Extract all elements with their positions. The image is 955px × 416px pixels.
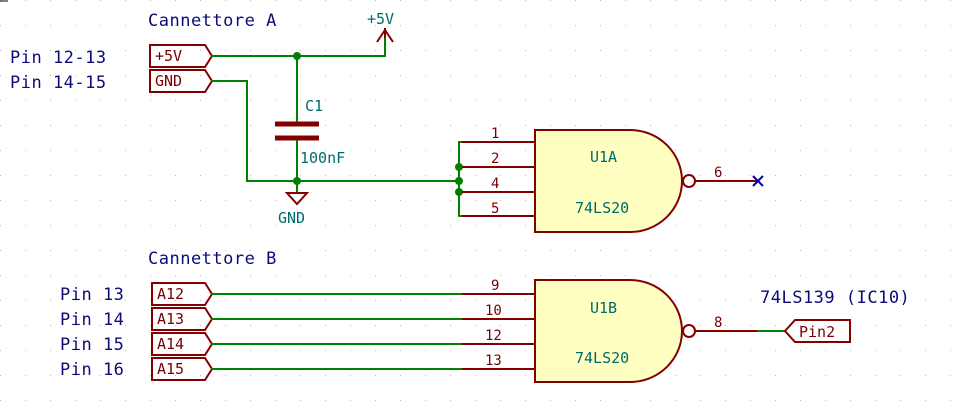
gnd-label: GND (278, 209, 305, 227)
port-a15-label: A15 (157, 360, 184, 378)
pin-number-u1b-10: 10 (485, 303, 502, 319)
connector-b-title: Cannettore B (148, 249, 277, 269)
pin-number-u1b-13: 13 (485, 353, 502, 369)
junction-u1a-4 (455, 188, 463, 196)
junction-u1a-gnd (455, 177, 463, 185)
u1b-part: 74LS20 (575, 349, 629, 367)
port-gnd[interactable]: GND (149, 69, 214, 93)
pin-number-u1b-12: 12 (485, 328, 502, 344)
port-pin2[interactable]: Pin2 (783, 319, 851, 343)
pin-number-u1a-2: 2 (491, 151, 499, 167)
port-a14-label: A14 (157, 335, 184, 353)
connector-b-pin-label-4: Pin 16 (60, 360, 124, 380)
capacitor-c1[interactable] (275, 121, 319, 141)
pin-number-u1b-9: 9 (491, 278, 499, 294)
u1a-ref: U1A (590, 148, 617, 166)
gnd-power-symbol (284, 192, 310, 206)
port-gnd-label: GND (155, 72, 182, 90)
port-a15[interactable]: A15 (151, 357, 214, 381)
u1b-ref: U1B (590, 299, 617, 317)
vcc-label: +5V (367, 10, 394, 28)
pin-number-u1a-1: 1 (491, 126, 499, 142)
junction-vcc (293, 52, 301, 60)
connector-a-title: Cannettore A (148, 11, 277, 31)
pin-number-u1a-5: 5 (491, 201, 499, 217)
nand-gate-u1b[interactable] (534, 279, 683, 383)
pin-number-u1a-6: 6 (714, 165, 722, 181)
pin-number-u1b-8: 8 (714, 315, 722, 331)
capacitor-ref: C1 (305, 97, 323, 115)
port-plus5v-label: +5V (155, 47, 182, 65)
nand-gate-u1a[interactable] (534, 129, 683, 233)
port-a12-label: A12 (157, 285, 184, 303)
port-plus5v[interactable]: +5V (149, 44, 214, 68)
port-a13-label: A13 (157, 310, 184, 328)
connector-b-pin-label-1: Pin 13 (60, 285, 124, 305)
connector-a-pin-label-2: Pin 14-15 (10, 73, 107, 93)
wire-gnd (211, 80, 460, 182)
junction-u1a-2 (455, 163, 463, 171)
port-a12[interactable]: A12 (151, 282, 214, 306)
port-a14[interactable]: A14 (151, 332, 214, 356)
port-a13[interactable]: A13 (151, 307, 214, 331)
target-title: 74LS139 (IC10) (760, 288, 910, 308)
vcc-power-symbol (376, 28, 394, 43)
connector-b-pin-label-2: Pin 14 (60, 310, 124, 330)
connector-b-pin-label-3: Pin 15 (60, 335, 124, 355)
connector-a-pin-label-1: Pin 12-13 (10, 48, 107, 68)
no-connect-mark (752, 175, 764, 187)
capacitor-value: 100nF (300, 149, 345, 167)
port-pin2-label: Pin2 (799, 323, 835, 341)
u1a-part: 74LS20 (575, 199, 629, 217)
pin-number-u1a-4: 4 (491, 176, 499, 192)
wire-vcc (211, 37, 386, 57)
